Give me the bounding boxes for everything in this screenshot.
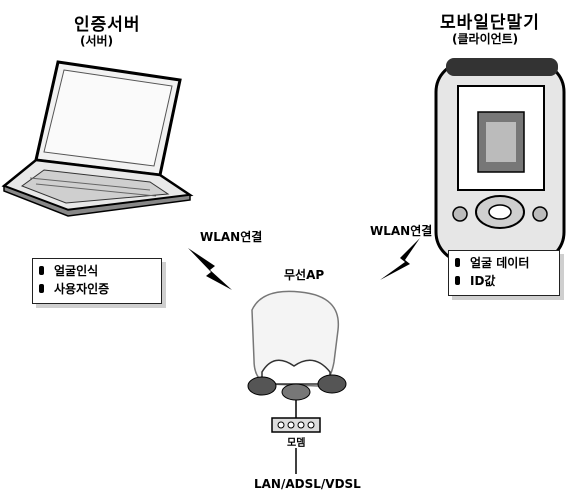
- list-item: ID값: [449, 271, 559, 289]
- wireless-left-icon: [188, 248, 232, 290]
- bullet-icon: [455, 275, 460, 285]
- list-item: 얼굴인식: [33, 261, 161, 279]
- modem-icon: [271, 417, 321, 433]
- server-info-box: 얼굴인식 사용자인증: [32, 258, 162, 304]
- list-item: 사용자인증: [33, 279, 161, 297]
- laptop-icon: [1, 60, 194, 217]
- mobile-info-box: 얼굴 데이터 ID값: [448, 250, 560, 296]
- server-subtitle: (서버): [80, 34, 114, 48]
- network-label: LAN/ADSL/VDSL: [254, 477, 361, 491]
- wlan-right-label: WLAN연결: [370, 224, 433, 238]
- mobile-title: 모바일단말기: [440, 13, 540, 33]
- server-title: 인증서버: [74, 15, 141, 35]
- bullet-icon: [39, 283, 44, 293]
- pda-icon: [434, 58, 566, 264]
- ap-label: 무선AP: [284, 268, 325, 282]
- list-item: 얼굴 데이터: [449, 253, 559, 271]
- wlan-left-label: WLAN연결: [200, 230, 263, 244]
- mobile-subtitle: (클라이언트): [452, 32, 519, 46]
- access-point-icon: [247, 290, 347, 401]
- wireless-right-icon: [380, 238, 420, 280]
- modem-label: 모뎀: [287, 438, 306, 449]
- bullet-icon: [455, 257, 460, 267]
- bullet-icon: [39, 265, 44, 275]
